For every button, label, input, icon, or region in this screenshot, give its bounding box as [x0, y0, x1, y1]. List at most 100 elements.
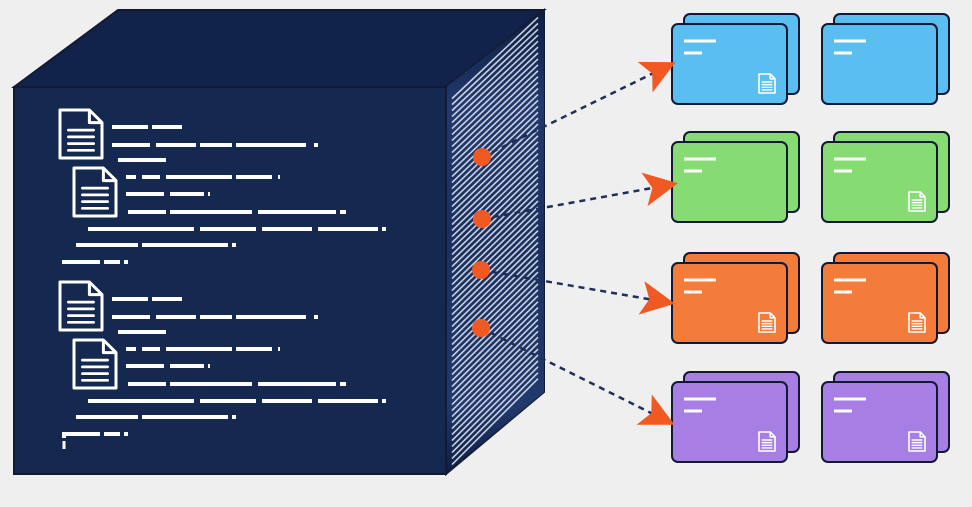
page-edge-line — [451, 342, 539, 430]
page-edge-line — [451, 271, 539, 358]
document-icon — [908, 431, 926, 452]
chunk-card — [671, 371, 800, 463]
document-group-2 — [58, 280, 386, 436]
chunk-card — [671, 131, 800, 223]
page-edge-line — [451, 312, 539, 400]
card-front — [671, 23, 788, 105]
page-edge-line — [451, 283, 539, 370]
document-outline — [758, 73, 776, 94]
chunk-card — [821, 13, 950, 105]
card-front — [671, 381, 788, 463]
page-edge-line — [451, 40, 539, 124]
page-edge-line — [451, 354, 539, 442]
page-edge-line — [451, 70, 539, 154]
page-edge-line — [451, 277, 539, 364]
page-edge-line — [451, 153, 539, 238]
chunk-card — [821, 131, 950, 223]
chunk-cards — [671, 13, 950, 463]
connector-dashed-line — [480, 326, 675, 425]
source-box — [10, 7, 547, 477]
document-icon — [758, 312, 776, 333]
page-edge-line — [451, 46, 539, 130]
page-edge-line — [451, 34, 539, 118]
connector-dot — [472, 261, 490, 279]
connector-1 — [473, 61, 676, 166]
chunk-card — [671, 13, 800, 105]
page-edge-line — [451, 253, 539, 340]
document-fold — [919, 313, 925, 319]
page-edge-line — [451, 188, 539, 274]
document-icon — [908, 191, 926, 212]
page-edge-line — [451, 16, 539, 100]
page-edge-line — [451, 360, 539, 448]
connector-dot — [473, 210, 491, 228]
card-front — [671, 262, 788, 344]
connector-3 — [472, 261, 675, 315]
page-edge-line — [451, 82, 539, 166]
document-group-1 — [58, 108, 386, 264]
page-edge-line — [451, 58, 539, 142]
page-edge-line — [451, 301, 539, 388]
document-fold — [769, 313, 775, 319]
card-front — [671, 141, 788, 223]
page-edge-line — [451, 93, 539, 178]
connectors — [472, 61, 678, 425]
page-edge-line — [451, 117, 539, 202]
document-outline — [758, 312, 776, 333]
page-edge-line — [451, 22, 539, 106]
document-icon — [58, 108, 104, 160]
document-fold — [919, 432, 925, 438]
page-edge-line — [451, 176, 539, 262]
page-edge-line — [451, 158, 539, 244]
page-edge-line — [451, 265, 539, 352]
card-front — [821, 262, 938, 344]
document-fold — [101, 340, 116, 355]
page-edge-line — [451, 206, 539, 292]
document-outline — [58, 108, 104, 160]
page-edge-line — [451, 135, 539, 220]
page-edge-line — [451, 372, 539, 460]
document-fold — [101, 168, 116, 183]
document-outline — [72, 166, 118, 218]
page-edge-line — [451, 235, 539, 322]
document-icon — [58, 280, 104, 332]
document-outline — [908, 191, 926, 212]
page-edge-line — [451, 330, 539, 418]
document-outline — [72, 338, 118, 390]
page-edge-line — [451, 170, 539, 256]
chunk-card — [671, 252, 800, 344]
connector-dot — [472, 319, 490, 337]
document-fold — [87, 110, 102, 125]
page-edge-line — [451, 295, 539, 382]
card-front — [821, 381, 938, 463]
page-edge-line — [451, 194, 539, 280]
connector-2 — [473, 172, 678, 228]
box-side-pages — [451, 16, 539, 466]
page-edge-line — [451, 164, 539, 250]
page-edge-line — [451, 182, 539, 268]
page-edge-line — [451, 218, 539, 304]
card-front — [821, 141, 938, 223]
page-edge-line — [451, 378, 539, 466]
page-edge-line — [451, 307, 539, 394]
document-icon — [72, 338, 118, 390]
document-fold — [769, 432, 775, 438]
page-edge-line — [451, 241, 539, 328]
document-outline — [758, 431, 776, 452]
page-edge-line — [451, 64, 539, 148]
document-icon — [758, 431, 776, 452]
page-edge-line — [451, 259, 539, 346]
page-edge-line — [451, 318, 539, 406]
page-edge-line — [451, 200, 539, 286]
page-edge-line — [451, 105, 539, 190]
page-edge-line — [451, 324, 539, 412]
page-edge-line — [451, 247, 539, 334]
connector-4 — [472, 319, 675, 425]
page-edge-line — [451, 87, 539, 172]
box-front-content — [58, 108, 386, 449]
page-edge-line — [451, 212, 539, 298]
page-edge-line — [451, 111, 539, 196]
page-edge-line — [451, 348, 539, 436]
